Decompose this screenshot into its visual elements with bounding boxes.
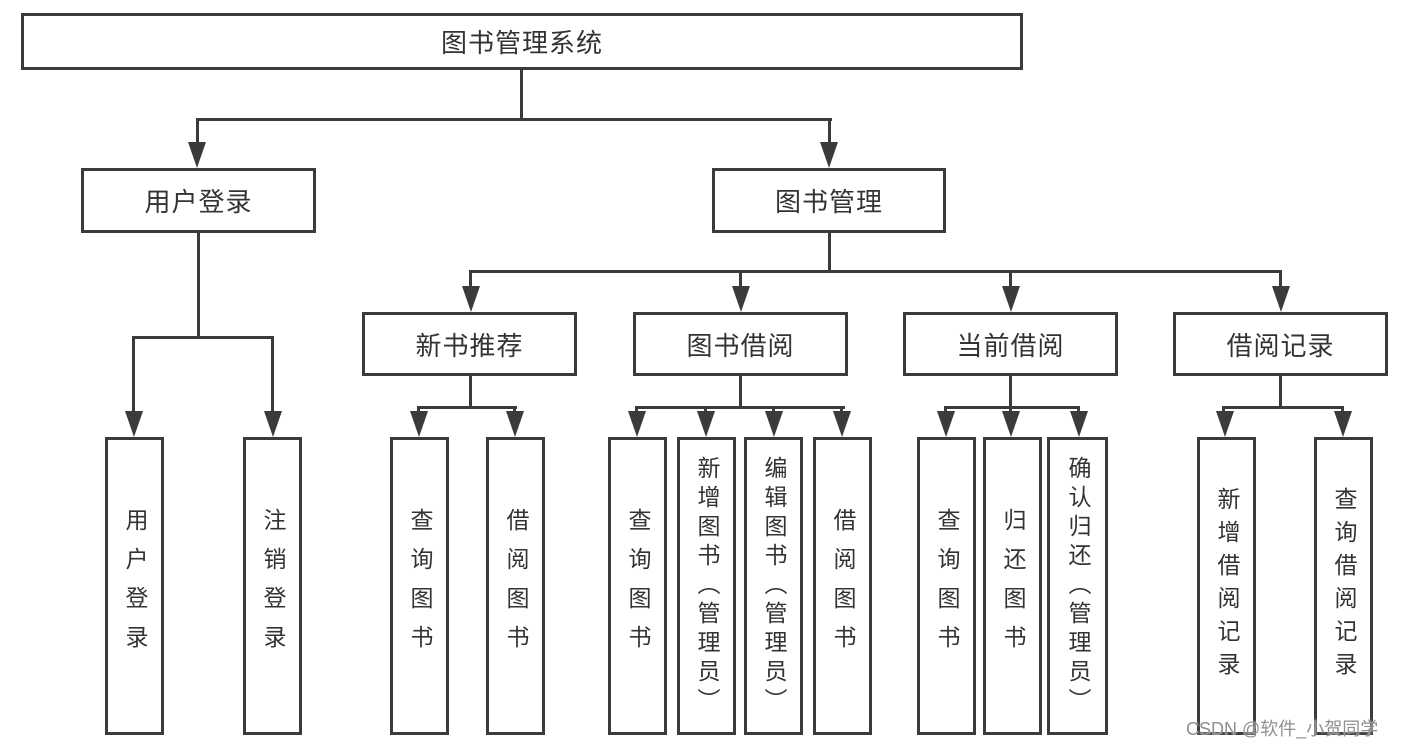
connector-mgmt-stem xyxy=(828,232,831,272)
connector-user-bar xyxy=(132,336,274,339)
node-user-login: 用户登录 xyxy=(81,168,316,233)
node-borrow-records: 借阅记录 xyxy=(1173,312,1388,376)
leaf-add-book-admin: 新增图书（管理员） xyxy=(677,437,736,735)
arrowhead-leaf-logout xyxy=(264,411,282,437)
leaf-borrow-books-1-label: 借阅图书 xyxy=(503,508,529,664)
arrowhead-borrow-records xyxy=(1272,286,1290,312)
leaf-query-borrow-record: 查询借阅记录 xyxy=(1314,437,1373,735)
node-current-borrow: 当前借阅 xyxy=(903,312,1118,376)
arrowhead-query-books-1 xyxy=(410,411,428,437)
arrowhead-user-login xyxy=(188,142,206,168)
connector-l3-drop-4 xyxy=(1279,270,1282,290)
leaf-query-books-1-label: 查询图书 xyxy=(407,508,433,664)
connector-l3-drop-1 xyxy=(469,270,472,290)
arrowhead-current-borrow xyxy=(1002,286,1020,312)
csdn-watermark: CSDN @软件_小贺同学 xyxy=(1186,719,1379,739)
leaf-user-login: 用户登录 xyxy=(105,437,164,735)
arrowhead-return-book xyxy=(1002,411,1020,437)
connector-recommend-stem xyxy=(469,375,472,408)
node-borrow-records-label: 借阅记录 xyxy=(1226,330,1335,361)
node-user-login-label: 用户登录 xyxy=(144,187,253,217)
leaf-add-borrow-record-label: 新增借阅记录 xyxy=(1214,487,1240,685)
connector-l1-drop-left xyxy=(196,118,199,146)
leaf-logout: 注销登录 xyxy=(243,437,302,735)
arrowhead-add-book-admin xyxy=(697,411,715,437)
leaf-borrow-books-1: 借阅图书 xyxy=(486,437,545,735)
arrowhead-book-mgmt xyxy=(820,142,838,168)
connector-l3-drop-3 xyxy=(1009,270,1012,290)
connector-current-bar xyxy=(944,406,1080,409)
leaf-return-book: 归还图书 xyxy=(983,437,1042,735)
arrowhead-borrow-books-1 xyxy=(506,411,524,437)
node-new-book-recommend: 新书推荐 xyxy=(362,312,577,376)
leaf-query-borrow-record-label: 查询借阅记录 xyxy=(1331,487,1357,685)
leaf-confirm-return-admin-label: 确认归还（管理员） xyxy=(1065,455,1091,717)
connector-user-drop-1 xyxy=(132,336,135,416)
connector-l1-bar xyxy=(196,118,832,121)
node-new-book-recommend-label: 新书推荐 xyxy=(415,330,524,361)
node-book-borrow-label: 图书借阅 xyxy=(686,330,795,361)
node-root-label: 图书管理系统 xyxy=(440,28,603,58)
leaf-edit-book-admin-label: 编辑图书（管理员） xyxy=(761,455,787,717)
node-book-management-label: 图书管理 xyxy=(774,187,883,217)
connector-borrow-bar xyxy=(635,406,845,409)
leaf-query-books-2-label: 查询图书 xyxy=(625,508,651,664)
node-book-management: 图书管理 xyxy=(712,168,946,233)
connector-records-bar xyxy=(1222,406,1344,409)
arrowhead-query-books-3 xyxy=(937,411,955,437)
leaf-borrow-books-2-label: 借阅图书 xyxy=(830,508,856,664)
arrowhead-query-borrow-record xyxy=(1334,411,1352,437)
leaf-query-books-2: 查询图书 xyxy=(608,437,667,735)
arrowhead-new-book-recommend xyxy=(462,286,480,312)
arrowhead-query-books-2 xyxy=(628,411,646,437)
leaf-logout-label: 注销登录 xyxy=(260,508,286,664)
arrowhead-add-borrow-record xyxy=(1216,411,1234,437)
arrowhead-book-borrow xyxy=(732,286,750,312)
connector-l1-drop-right xyxy=(828,118,831,146)
leaf-confirm-return-admin: 确认归还（管理员） xyxy=(1047,437,1108,735)
connector-user-drop-2 xyxy=(271,336,274,416)
connector-recommend-bar xyxy=(417,406,517,409)
node-book-borrow: 图书借阅 xyxy=(633,312,848,376)
connector-records-stem xyxy=(1279,375,1282,408)
arrowhead-confirm-return-admin xyxy=(1070,411,1088,437)
leaf-user-login-label: 用户登录 xyxy=(122,508,148,664)
connector-borrow-stem xyxy=(739,375,742,408)
connector-l3-bar xyxy=(469,270,1282,273)
connector-user-stem xyxy=(197,232,200,338)
leaf-query-books-3: 查询图书 xyxy=(917,437,976,735)
node-root: 图书管理系统 xyxy=(21,13,1023,70)
leaf-query-books-3-label: 查询图书 xyxy=(934,508,960,664)
connector-current-stem xyxy=(1009,375,1012,408)
arrowhead-borrow-books-2 xyxy=(833,411,851,437)
leaf-add-borrow-record: 新增借阅记录 xyxy=(1197,437,1256,735)
arrowhead-leaf-user-login xyxy=(125,411,143,437)
leaf-edit-book-admin: 编辑图书（管理员） xyxy=(744,437,803,735)
node-current-borrow-label: 当前借阅 xyxy=(956,330,1065,361)
leaf-return-book-label: 归还图书 xyxy=(1000,508,1026,664)
leaf-add-book-admin-label: 新增图书（管理员） xyxy=(694,455,720,717)
connector-l3-drop-2 xyxy=(739,270,742,290)
connector-root-stem xyxy=(520,69,523,119)
arrowhead-edit-book-admin xyxy=(765,411,783,437)
leaf-query-books-1: 查询图书 xyxy=(390,437,449,735)
leaf-borrow-books-2: 借阅图书 xyxy=(813,437,872,735)
